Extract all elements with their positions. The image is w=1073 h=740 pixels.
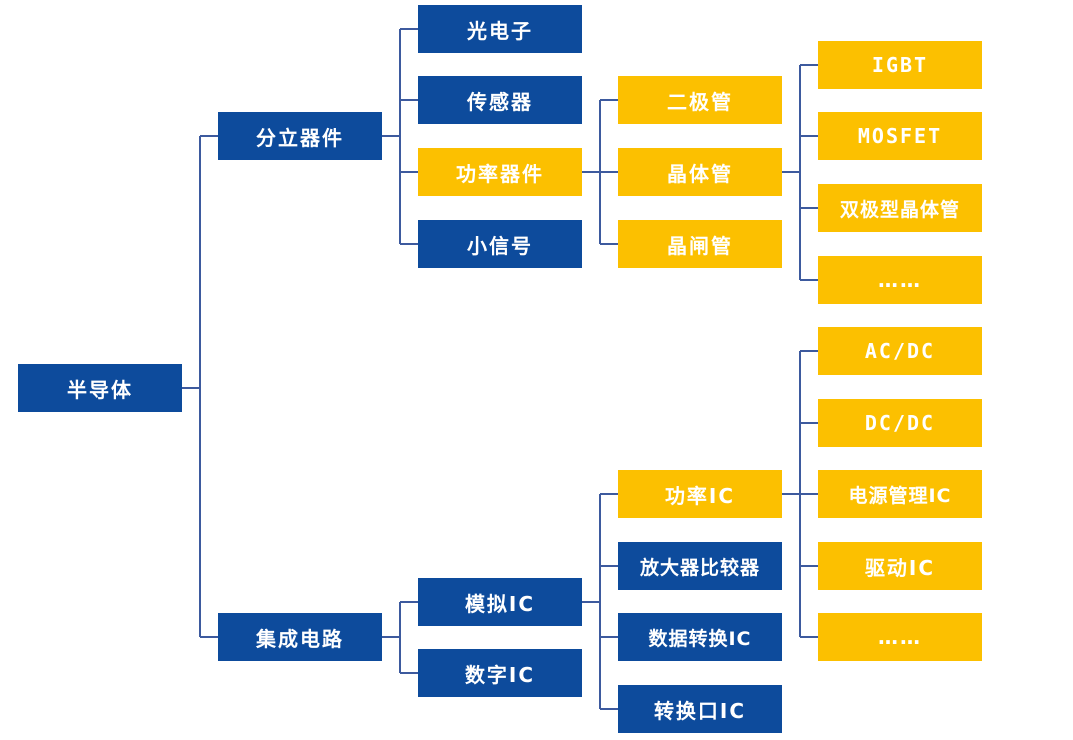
- node-interface-ic: 转换口IC: [618, 685, 782, 733]
- node-power-management-ic: 电源管理IC: [818, 470, 982, 518]
- node-sensors: 传感器: [418, 76, 582, 124]
- node-integrated-circuits: 集成电路: [218, 613, 382, 661]
- node-discrete-devices: 分立器件: [218, 112, 382, 160]
- node-small-signal: 小信号: [418, 220, 582, 268]
- connector-power-ic: [782, 350, 818, 638]
- node-bjt: 双极型晶体管: [818, 184, 982, 232]
- connector-transistor: [782, 64, 818, 281]
- connector-ic: [382, 601, 418, 674]
- connector-root: [182, 135, 218, 638]
- node-power-ic-more: ……: [818, 613, 982, 661]
- node-transistor: 晶体管: [618, 148, 782, 196]
- connector-discrete: [382, 28, 418, 245]
- node-power-ic: 功率IC: [618, 470, 782, 518]
- node-mosfet: MOSFET: [818, 112, 982, 160]
- node-root-semiconductor: 半导体: [18, 364, 182, 412]
- node-analog-ic: 模拟IC: [418, 578, 582, 626]
- node-digital-ic: 数字IC: [418, 649, 582, 697]
- node-optoelectronics: 光电子: [418, 5, 582, 53]
- node-acdc: AC/DC: [818, 327, 982, 375]
- node-amplifier-comparator: 放大器比较器: [618, 542, 782, 590]
- connector-power-devices: [582, 99, 618, 245]
- node-igbt: IGBT: [818, 41, 982, 89]
- node-power-devices: 功率器件: [418, 148, 582, 196]
- node-thyristor: 晶闸管: [618, 220, 782, 268]
- node-data-converter-ic: 数据转换IC: [618, 613, 782, 661]
- node-dcdc: DC/DC: [818, 399, 982, 447]
- connector-analog: [582, 493, 618, 710]
- node-transistor-more: ……: [818, 256, 982, 304]
- node-diode: 二极管: [618, 76, 782, 124]
- node-driver-ic: 驱动IC: [818, 542, 982, 590]
